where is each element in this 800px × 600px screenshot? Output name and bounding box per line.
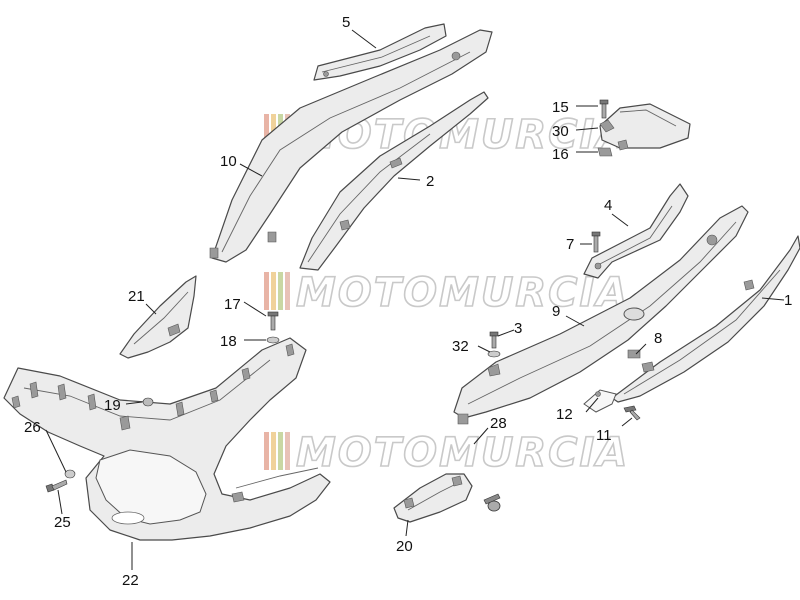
- part-7-screw: [591, 231, 601, 253]
- part-labels: 5 10 2 15 30 16 4 7 1 21 17 18 9 3 32 8 …: [24, 14, 792, 589]
- part-3-screw: [489, 331, 499, 349]
- label-part-17: 17: [224, 296, 241, 313]
- part-9-side-panel: [453, 205, 749, 425]
- label-part-11: 11: [596, 427, 612, 444]
- part-17-screw: [267, 311, 279, 331]
- watermark-stripe: [264, 272, 269, 310]
- watermark-stripe: [271, 272, 276, 310]
- part-21-bracket: [119, 275, 197, 359]
- leader-lines: [45, 29, 785, 570]
- label-part-26: 26: [24, 419, 41, 436]
- part-20-bracket: [393, 473, 473, 523]
- label-part-9: 9: [552, 303, 560, 320]
- watermark-stripe: [278, 272, 283, 310]
- part-26-washer: [64, 469, 76, 479]
- label-part-7: 7: [566, 236, 574, 253]
- watermark-stripe: [271, 432, 276, 470]
- watermark-stripe: [264, 114, 269, 152]
- label-part-2: 2: [426, 173, 434, 190]
- part-25-screw: [45, 479, 68, 493]
- label-part-12: 12: [556, 406, 573, 423]
- part-22-front-fairing: [3, 337, 331, 541]
- part-18-washer: [266, 336, 280, 344]
- watermark-2: MOTOMURCIA: [264, 269, 629, 317]
- label-part-19: 19: [104, 397, 121, 414]
- label-part-18: 18: [220, 333, 237, 350]
- label-part-15: 15: [552, 99, 569, 116]
- label-part-20: 20: [396, 538, 413, 555]
- watermark-stripe: [285, 272, 290, 310]
- part-28-screw: [483, 493, 501, 512]
- part-5-handle-cover: [313, 23, 447, 81]
- part-32-washer: [487, 350, 501, 358]
- label-part-8: 8: [654, 330, 662, 347]
- part-1-lower-skirt: [611, 235, 800, 403]
- watermark-text: MOTOMURCIA: [296, 270, 629, 316]
- part-12-bracket: [583, 389, 617, 413]
- watermark-text: MOTOMURCIA: [296, 430, 629, 476]
- label-part-3: 3: [514, 320, 522, 337]
- part-30-small-cover: [599, 103, 691, 151]
- part-15-screw: [599, 99, 609, 119]
- part-19-clip: [142, 397, 154, 407]
- label-part-5: 5: [342, 14, 350, 31]
- part-16-clip: [597, 147, 613, 157]
- label-part-1: 1: [784, 292, 792, 309]
- watermark-stripe: [278, 432, 283, 470]
- label-part-22: 22: [122, 572, 139, 589]
- watermark-stripe: [285, 432, 290, 470]
- label-part-32: 32: [452, 338, 469, 355]
- watermark-3: MOTOMURCIA: [264, 429, 629, 477]
- part-11-screw: [623, 405, 641, 421]
- label-part-10: 10: [220, 153, 237, 170]
- label-part-21: 21: [128, 288, 145, 305]
- label-part-4: 4: [604, 197, 612, 214]
- part-2-lower-panel: [299, 91, 489, 271]
- label-part-30: 30: [552, 123, 569, 140]
- part-10-side-panel: [209, 29, 493, 263]
- label-part-25: 25: [54, 514, 71, 531]
- label-part-28: 28: [490, 415, 507, 432]
- part-4-handle-cover: [583, 183, 689, 279]
- watermark-stripe: [264, 432, 269, 470]
- label-part-16: 16: [552, 146, 569, 163]
